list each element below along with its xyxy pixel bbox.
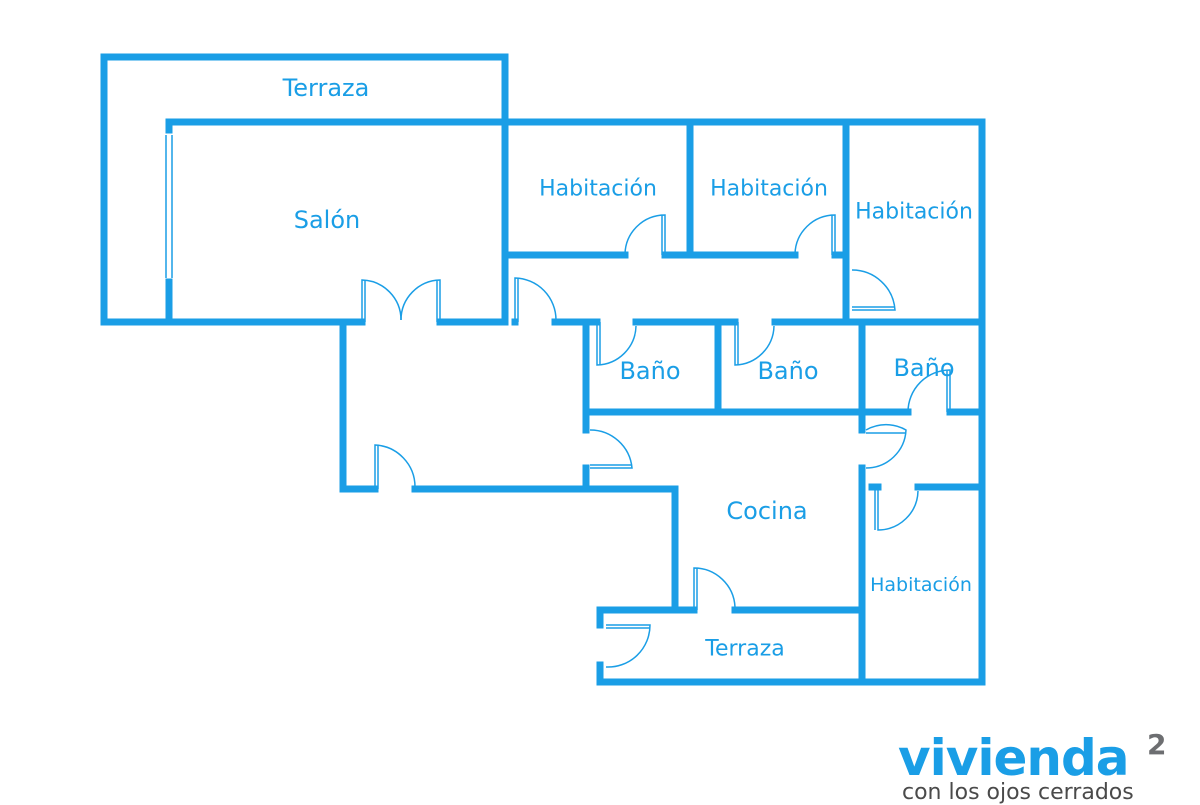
- room-label-bano-2: Baño: [757, 357, 819, 385]
- room-label-habitacion-2: Habitación: [710, 176, 828, 202]
- room-label-bano-1: Baño: [619, 357, 681, 385]
- room-label-terraza-top: Terraza: [282, 74, 370, 102]
- brand-tagline: con los ojos cerrados: [902, 780, 1134, 805]
- room-label-salon: Salón: [293, 206, 361, 234]
- walls: [100, 53, 986, 686]
- room-label-cocina: Cocina: [726, 497, 808, 525]
- brand-logo: vivienda 2 con los ojos cerrados: [898, 728, 1166, 805]
- brand-name: vivienda: [898, 729, 1130, 787]
- room-label-habitacion-1: Habitación: [539, 176, 657, 202]
- doors: [165, 135, 951, 668]
- room-label-habitacion-4: Habitación: [870, 574, 972, 596]
- room-label-bano-3: Baño: [893, 354, 955, 382]
- room-label-terraza-bottom: Terraza: [705, 636, 785, 662]
- brand-superscript: 2: [1147, 728, 1167, 761]
- room-label-habitacion-3: Habitación: [855, 199, 973, 225]
